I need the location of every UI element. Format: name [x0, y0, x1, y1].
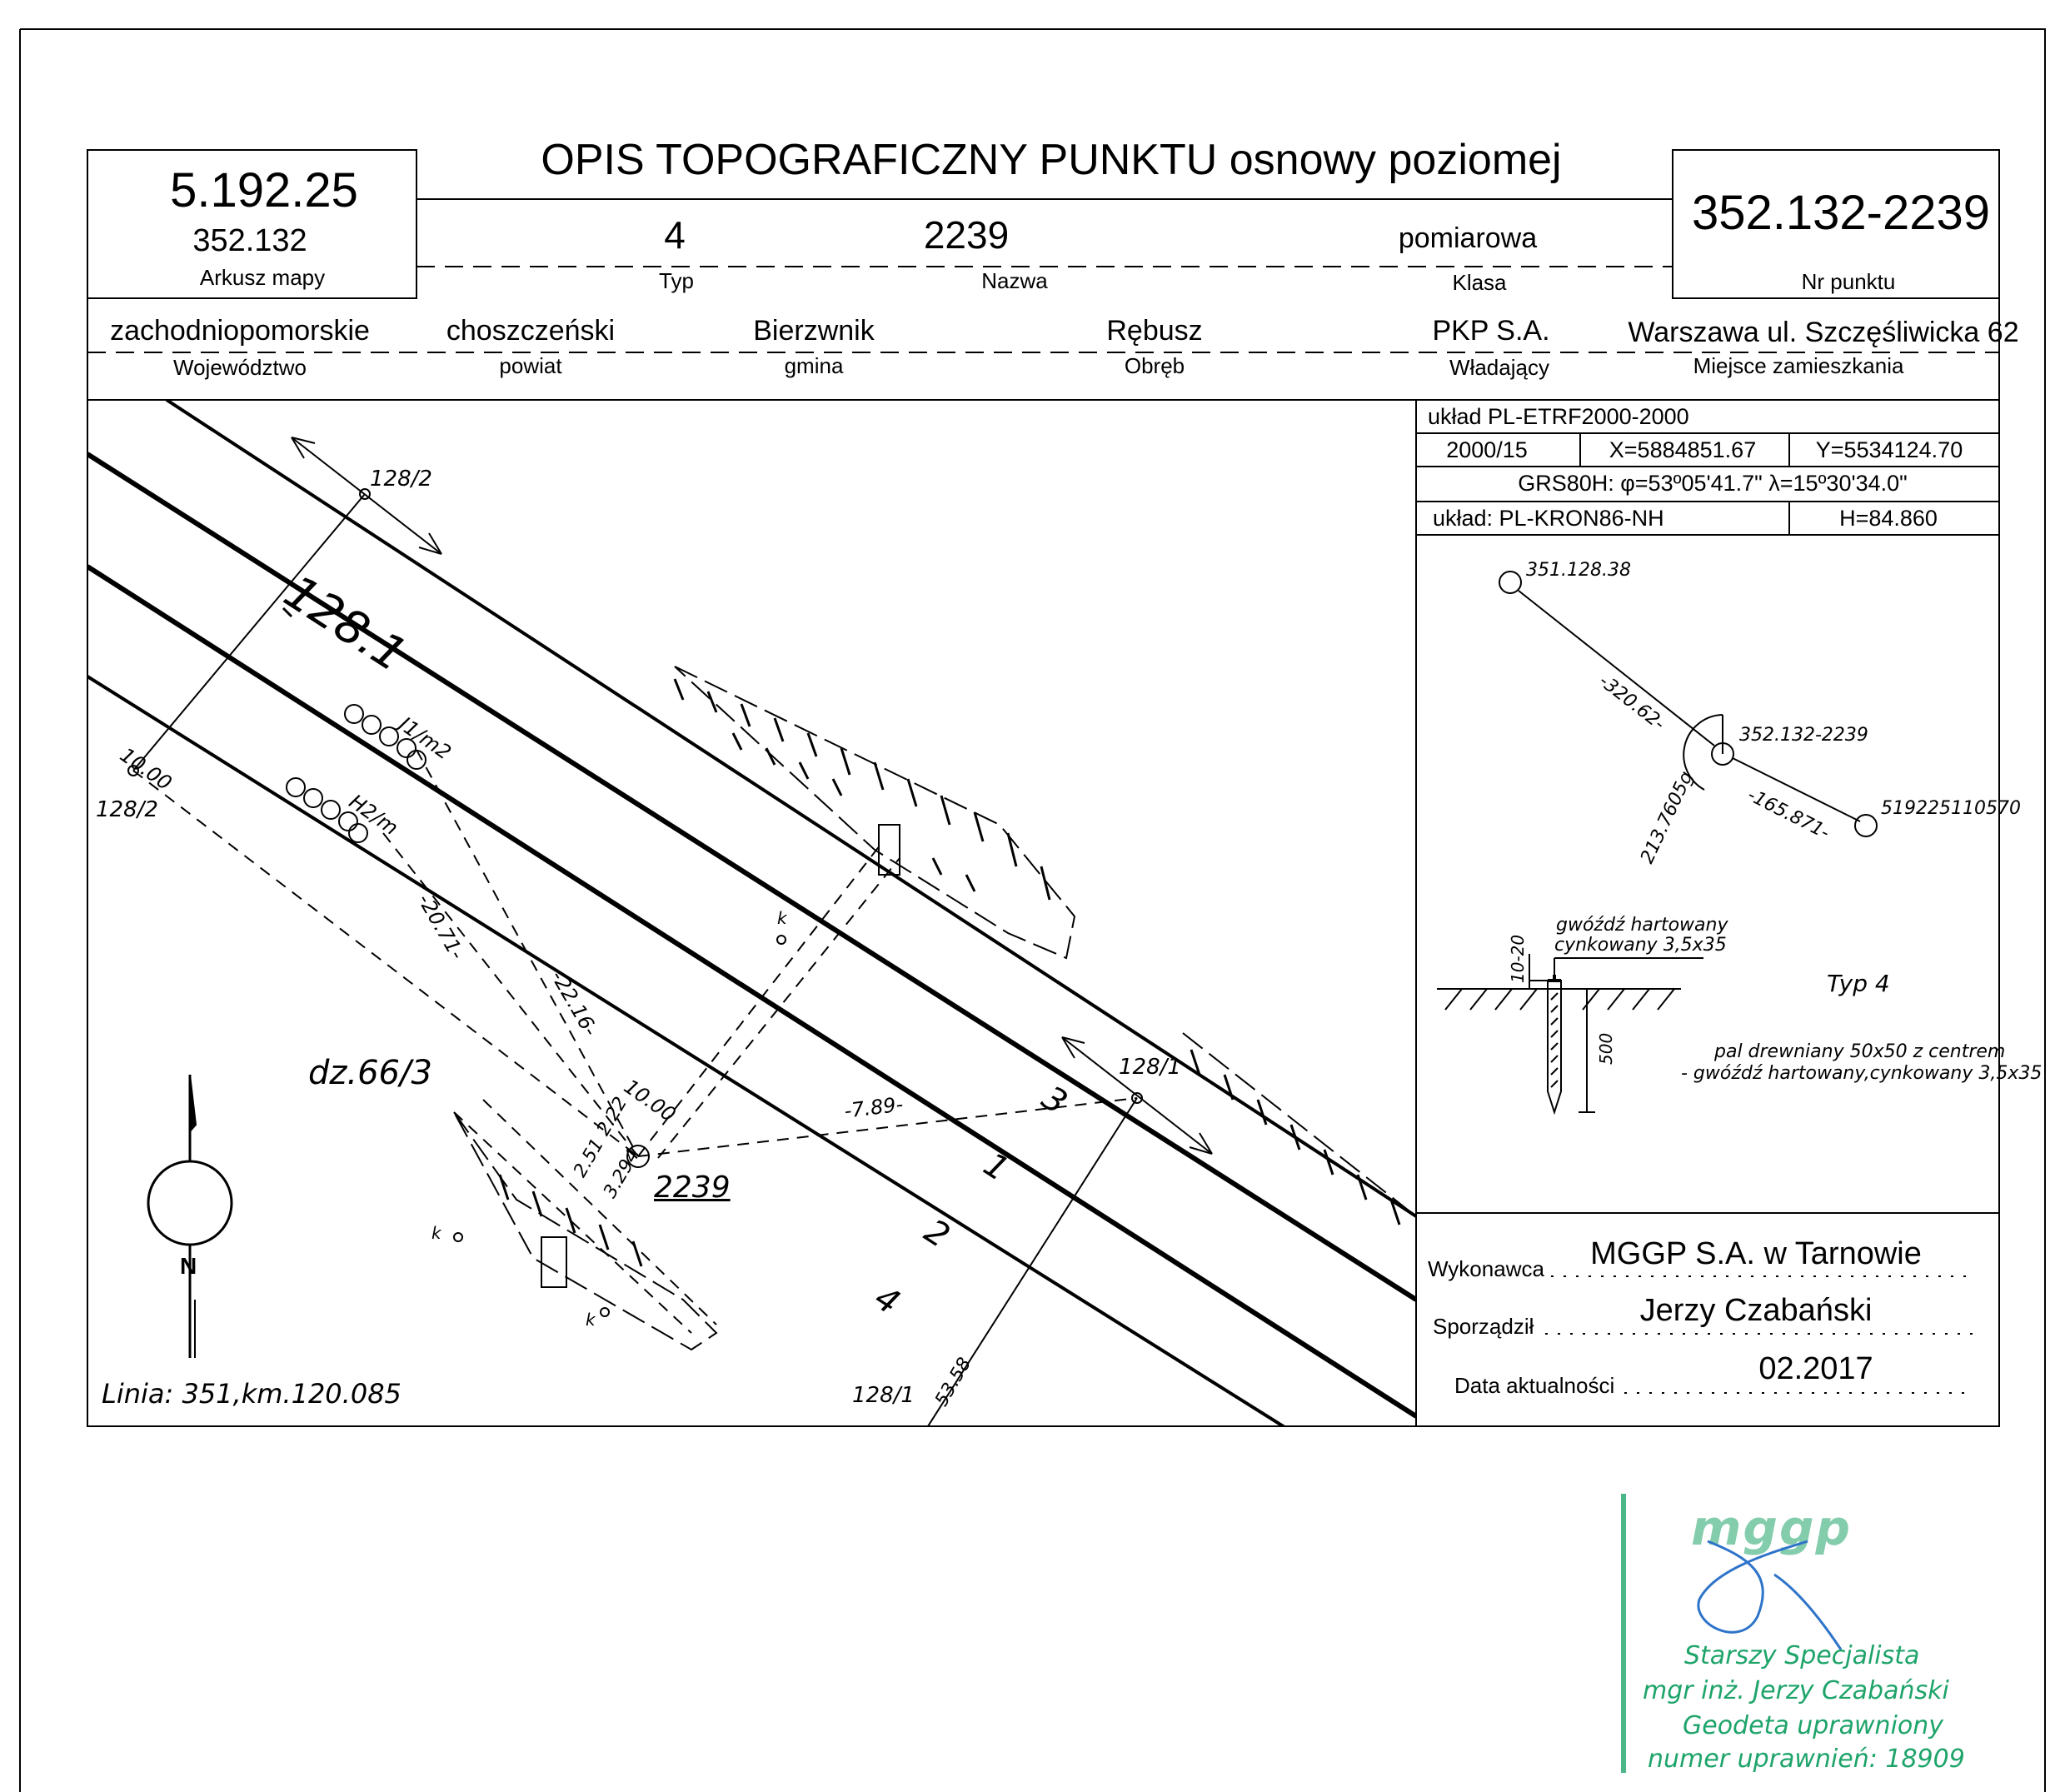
k-label-3: k — [586, 1310, 596, 1330]
point-number: 352.132-2239 — [1692, 186, 1990, 240]
k-label-2: k — [431, 1223, 441, 1243]
contractor-label: Wykonawca — [1428, 1256, 1544, 1281]
stamp-bar — [1621, 1494, 1626, 1773]
line-info: Linia: 351,km.120.085 — [102, 1378, 402, 1410]
county-value: choszczeński — [446, 315, 616, 347]
dim-top: 10-20 — [1508, 934, 1528, 983]
owner-label: Władający — [1449, 355, 1549, 380]
height-value: H=84.860 — [1839, 506, 1938, 531]
sheet-sub-number: 352.132 — [192, 223, 307, 258]
class-label: Klasa — [1452, 270, 1507, 295]
coord-grs: GRS80H: φ=53º05'41.7" λ=15º30'34.0" — [1518, 471, 1908, 496]
date-value: 02.2017 — [1758, 1351, 1873, 1386]
sketch-point-a: 351.128.38 — [1526, 560, 1631, 581]
stamp-line-1: Starszy Specjalista — [1684, 1641, 1920, 1670]
coord-y: Y=5534124.70 — [1815, 437, 1963, 462]
voivodeship-label: Województwo — [173, 355, 307, 380]
author-value: Jerzy Czabański — [1639, 1293, 1873, 1328]
voivodeship-value: zachodniopomorskie — [110, 315, 370, 347]
pile-desc-1: pal drewniany 50x50 z centrem — [1714, 1041, 2006, 1062]
owner-value: PKP S.A. — [1432, 315, 1550, 347]
type-text: Typ 4 — [1827, 970, 1890, 997]
nail-label-2: cynkowany 3,5x35 — [1554, 935, 1727, 956]
author-label: Sporządził — [1433, 1314, 1534, 1339]
residence-value: Warszawa ul. Szczęśliwicka 62 — [1628, 317, 2019, 348]
coord-x: X=5884851.67 — [1609, 437, 1757, 462]
nail-label-1: gwóźdź hartowany — [1556, 915, 1728, 936]
k-label-1: k — [777, 908, 787, 928]
stamp-line-3: Geodeta uprawniony — [1683, 1711, 1944, 1740]
km-label-right: 128/1 — [1119, 1055, 1181, 1080]
date-label: Data aktualności — [1454, 1373, 1615, 1398]
commune-value: Bierzwnik — [753, 315, 875, 347]
km-label-bottom: 128/1 — [852, 1383, 915, 1408]
dim-depth: 500 — [1596, 1032, 1616, 1065]
type-label: Typ — [659, 268, 694, 293]
class-value: pomiarowa — [1398, 222, 1538, 254]
coord-system: układ PL-ETRF2000-2000 — [1428, 404, 1689, 429]
point-number-label: Nr punktu — [1801, 269, 1896, 294]
type-value: 4 — [664, 213, 686, 257]
stamp-line-4: numer uprawnień: 18909 — [1648, 1745, 1965, 1774]
county-label: powiat — [499, 353, 562, 378]
north-arrow-icon: N — [180, 1253, 197, 1279]
commune-label: gmina — [784, 353, 844, 378]
parcel-label: dz.66/3 — [308, 1054, 432, 1092]
pile-desc-2: - gwóźdź hartowany,cynkowany 3,5x35 — [1681, 1063, 2043, 1084]
coord-zone: 2000/15 — [1446, 437, 1528, 462]
name-value: 2239 — [923, 213, 1010, 257]
sketch-point-b: 519225110570 — [1881, 798, 2021, 819]
precinct-label: Obręb — [1124, 353, 1185, 378]
precinct-value: Rębusz — [1106, 315, 1203, 347]
signature-mark — [1697, 1540, 1843, 1650]
stamp-line-2: mgr inż. Jerzy Czabański — [1643, 1676, 1949, 1705]
residence-label: Miejsce zamieszkania — [1693, 353, 1904, 378]
sheet-label: Arkusz mapy — [199, 265, 326, 290]
name-label: Nazwa — [981, 268, 1048, 293]
stamp-logo: mggp — [1691, 1500, 1852, 1556]
height-system: układ: PL-KRON86-NH — [1433, 506, 1664, 531]
sheet-number: 5.192.25 — [170, 163, 358, 217]
km-label-left: 128/2 — [96, 797, 158, 822]
km-label-top: 128/2 — [370, 467, 432, 492]
document-title: OPIS TOPOGRAFICZNY PUNKTU osnowy poziome… — [541, 136, 1562, 184]
sketch-point-center: 352.132-2239 — [1739, 725, 1868, 746]
point-label: 2239 — [654, 1171, 731, 1205]
contractor-value: MGGP S.A. w Tarnowie — [1590, 1236, 1922, 1271]
